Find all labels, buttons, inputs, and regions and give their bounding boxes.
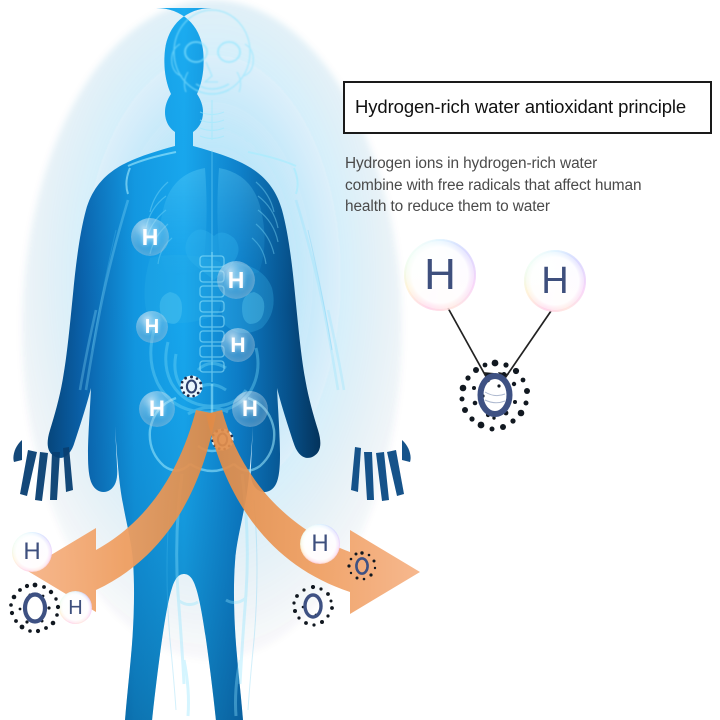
body-marker-h-2: H (217, 261, 255, 299)
molecule-hydrogen-right: H (524, 250, 586, 312)
description-line-2: combine with free radicals that affect h… (345, 176, 642, 194)
body-marker-h-5: H (139, 391, 175, 427)
outflow-right-oxygen-1 (347, 551, 377, 581)
body-marker-h-6: H (232, 391, 268, 427)
body-marker-o-1 (180, 375, 203, 398)
outflow-left-hydrogen-2: H (59, 591, 92, 624)
body-marker-h-1: H (131, 218, 169, 256)
outflow-right-hydrogen: H (300, 524, 340, 564)
description-text: Hydrogen ions in hydrogen-rich water com… (345, 153, 695, 218)
molecule-hydrogen-left: H (404, 239, 476, 311)
molecule-oxygen (458, 358, 532, 432)
xray-body-graphic (13, 0, 411, 720)
human-body-illustration: H H H H H H (13, 0, 411, 720)
outflow-left-oxygen (9, 582, 61, 634)
arrow-left (26, 410, 216, 612)
arrow-right (206, 410, 420, 614)
outflow-left-hydrogen-1: H (12, 532, 52, 572)
outflow-right-oxygen-2 (292, 585, 334, 627)
page-title: Hydrogen-rich water antioxidant principl… (355, 96, 687, 118)
description-line-3: health to reduce them to water (345, 198, 550, 215)
body-marker-h-3: H (136, 311, 168, 343)
body-marker-h-4: H (221, 328, 255, 362)
description-line-1: Hydrogen ions in hydrogen-rich water (345, 155, 598, 172)
title-box: Hydrogen-rich water antioxidant principl… (343, 81, 712, 134)
